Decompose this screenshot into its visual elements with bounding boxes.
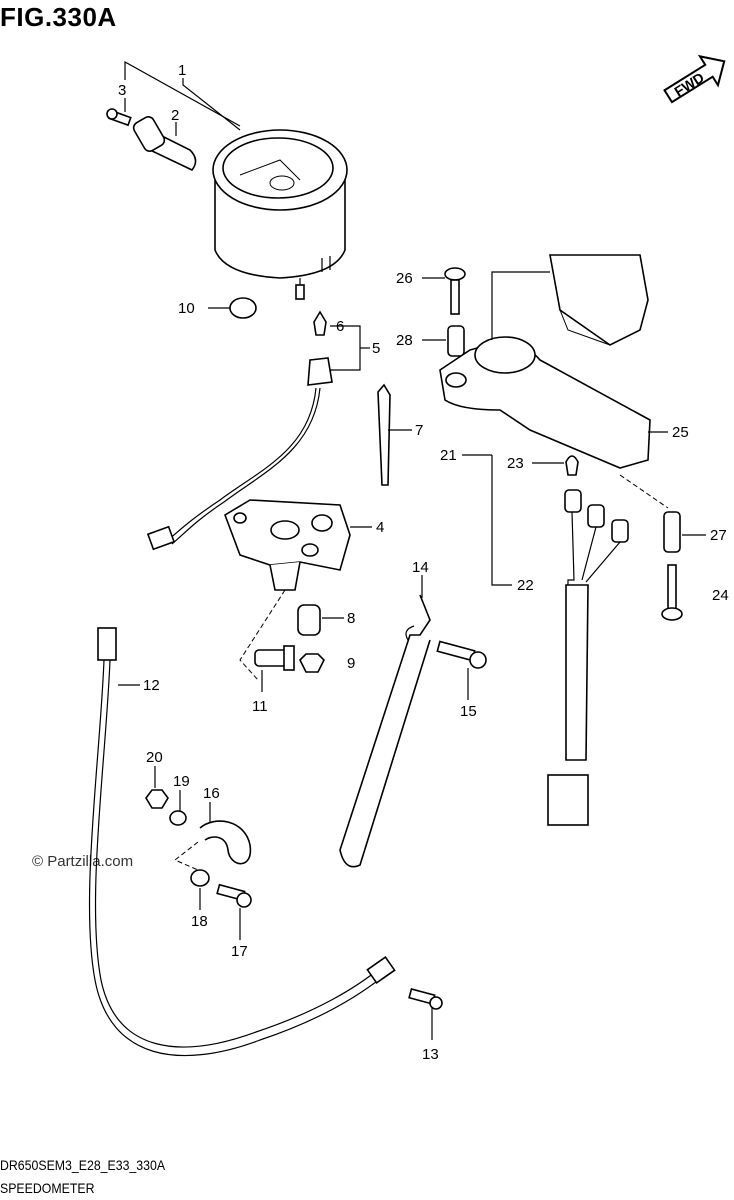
figure-caption: SPEEDOMETER <box>0 1180 95 1196</box>
screw-13 <box>408 988 443 1010</box>
callout-18: 18 <box>191 913 208 930</box>
figure-code: DR650SEM3_E28_E33_330A <box>0 1157 166 1173</box>
callout-8: 8 <box>347 610 355 627</box>
bolt-15 <box>436 640 487 669</box>
fwd-arrow: FWD <box>663 54 726 104</box>
collar-28 <box>447 325 465 357</box>
callout-5: 5 <box>372 340 380 357</box>
callout-21: 21 <box>440 447 457 464</box>
callout-2: 2 <box>171 107 179 124</box>
callout-4: 4 <box>376 519 384 536</box>
callout-7: 7 <box>415 422 423 439</box>
callout-19: 19 <box>173 773 190 790</box>
harness-22 <box>547 489 629 826</box>
nut-20 <box>145 789 169 809</box>
parts-diagram: FWD <box>88 54 729 1063</box>
callout-17: 17 <box>231 943 248 960</box>
callout-12: 12 <box>143 677 160 694</box>
callout-10: 10 <box>178 300 195 317</box>
bulb-23 <box>565 455 579 476</box>
callout-28: 28 <box>396 332 413 349</box>
collar-27 <box>663 511 681 553</box>
screw-3 <box>106 108 132 127</box>
callout-15: 15 <box>460 703 477 720</box>
callout-14: 14 <box>412 559 429 576</box>
cap-10 <box>229 297 257 319</box>
washer-19 <box>169 810 187 826</box>
screw-26 <box>444 267 466 315</box>
callout-25: 25 <box>672 424 689 441</box>
callout-24: 24 <box>712 587 729 604</box>
figure-title: FIG.330A <box>0 2 117 32</box>
speedometer-unit <box>212 129 348 300</box>
callout-23: 23 <box>507 455 524 472</box>
grommet-8 <box>297 604 321 636</box>
callout-9: 9 <box>347 655 355 672</box>
leader-lines <box>118 60 706 1040</box>
bolt-11 <box>254 645 295 671</box>
nut-9 <box>299 653 325 673</box>
callout-1: 1 <box>178 62 186 79</box>
indicator-unit <box>439 254 651 469</box>
callout-labels: 1 2 3 4 5 6 7 8 9 10 11 12 13 14 15 16 1… <box>118 62 729 1063</box>
bracket-4 <box>224 499 351 591</box>
bolt-17 <box>216 883 252 908</box>
callout-11: 11 <box>252 698 268 715</box>
watermark: © Partzilla.com <box>32 853 134 870</box>
lamp-socket <box>146 310 333 551</box>
callout-16: 16 <box>203 785 220 802</box>
callout-13: 13 <box>422 1046 439 1063</box>
callout-6: 6 <box>336 318 344 335</box>
speedometer-cable <box>88 627 396 1057</box>
callout-3: 3 <box>118 82 126 99</box>
washer-18 <box>190 869 210 887</box>
cable-fitting <box>132 116 197 171</box>
clamp-16 <box>199 820 252 865</box>
cable-tie-7 <box>377 383 391 486</box>
screw-24 <box>661 564 683 621</box>
callout-27: 27 <box>710 527 727 544</box>
callout-20: 20 <box>146 749 163 766</box>
callout-26: 26 <box>396 270 413 287</box>
callout-22: 22 <box>517 577 534 594</box>
wire-guide-14 <box>339 594 431 868</box>
